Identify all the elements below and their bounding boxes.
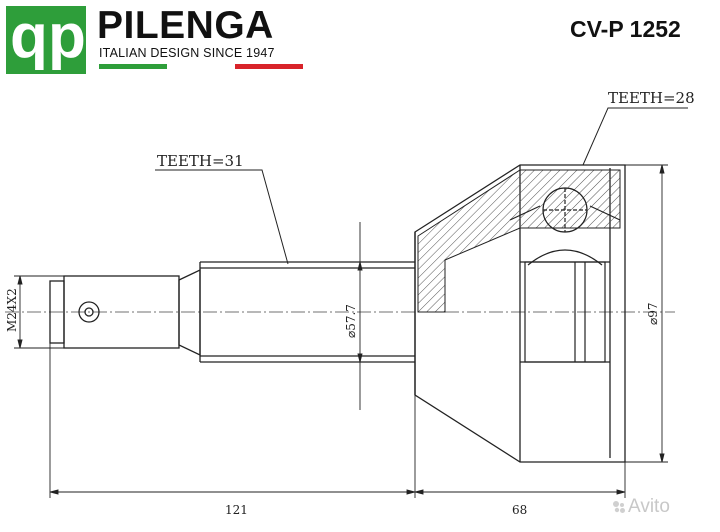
teeth-shaft-callout: TEETH=31 [155,152,289,265]
flag-stripe-red [235,64,303,69]
logo-glyph-p: p [48,2,86,71]
italian-flag-stripe [99,64,303,69]
ball-cage [509,187,621,363]
shaft-diameter-dimension [355,222,415,410]
brand-tagline: ITALIAN DESIGN SINCE 1947 [99,46,275,60]
thread-label: M24X2 [5,288,19,332]
housing-section-hatch [417,169,621,313]
part-code: CV-P 1252 [570,16,681,42]
bell-length-label: 68 [512,503,527,517]
flag-stripe-white [167,64,235,69]
thread-dimension [14,275,64,349]
threaded-stub [49,268,201,357]
avito-dots-icon [613,501,625,513]
bell-diameter-dimension [625,164,668,463]
shaft-length-label: 121 [225,503,248,517]
pilenga-logo-mark: q p [6,6,86,74]
teeth-bell-callout: TEETH=28 [582,89,695,166]
avito-watermark: Avito [628,496,670,517]
teeth-shaft-label: TEETH=31 [157,152,244,170]
brand-name: PILENGA [97,4,274,47]
logo-glyph-q: q [10,2,48,71]
teeth-bell-label: TEETH=28 [608,89,695,107]
flag-stripe-green [99,64,167,69]
length-dimensions [49,343,626,498]
shaft-diameter-label: ⌀57.7 [344,304,358,338]
header: q p PILENGA ITALIAN DESIGN SINCE 1947 CV… [0,0,720,80]
bell-diameter-label: ⌀97 [646,303,660,326]
